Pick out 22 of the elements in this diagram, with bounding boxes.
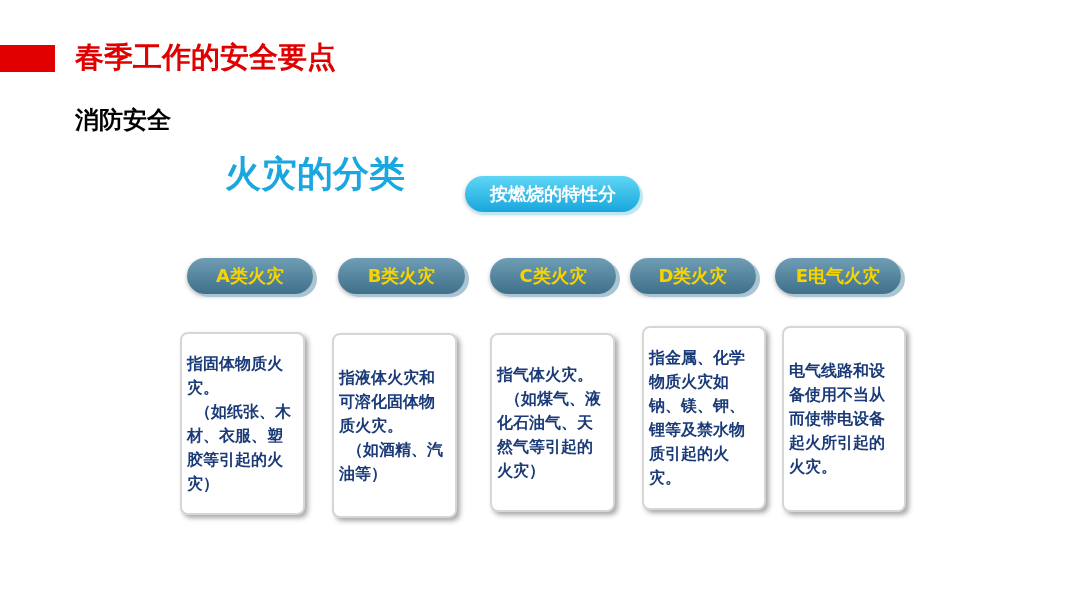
card-text: 电气线路和设备使用不当从而使带电设备起火所引起的火灾。 — [789, 360, 886, 478]
description-card — [180, 332, 305, 515]
class-pill: C类火灾 — [490, 258, 616, 294]
description-card — [332, 333, 457, 518]
card-text: （如纸张、木材、衣服、塑胶等引起的火灾） — [187, 400, 292, 495]
card-text: （如酒精、汽油等） — [339, 438, 444, 485]
class-pill: A类火灾 — [187, 258, 313, 294]
class-pill: B类火灾 — [338, 258, 465, 294]
diagram-heading: 火灾的分类 — [225, 152, 405, 196]
class-pill: E电气火灾 — [775, 258, 901, 294]
card-text: 指液体火灾和可溶化固体物质火灾。 — [339, 366, 436, 437]
class-pill: D类火灾 — [630, 258, 756, 294]
description-card — [490, 333, 615, 512]
description-card — [782, 326, 906, 512]
card-text: 指金属、化学物质火灾如钠、镁、钾、锂等及禁水物质引起的火灾。 — [649, 347, 746, 489]
slide-title: 春季工作的安全要点 — [75, 39, 336, 76]
category-pill: 按燃烧的特性分 — [465, 176, 640, 212]
card-text: 指气体火灾。 — [497, 363, 594, 386]
description-card — [642, 326, 766, 510]
card-text: （如煤气、液化石油气、天然气等引起的火灾） — [497, 387, 602, 482]
section-heading: 消防安全 — [75, 105, 171, 136]
card-text: 指固体物质火灾。 — [187, 352, 284, 399]
